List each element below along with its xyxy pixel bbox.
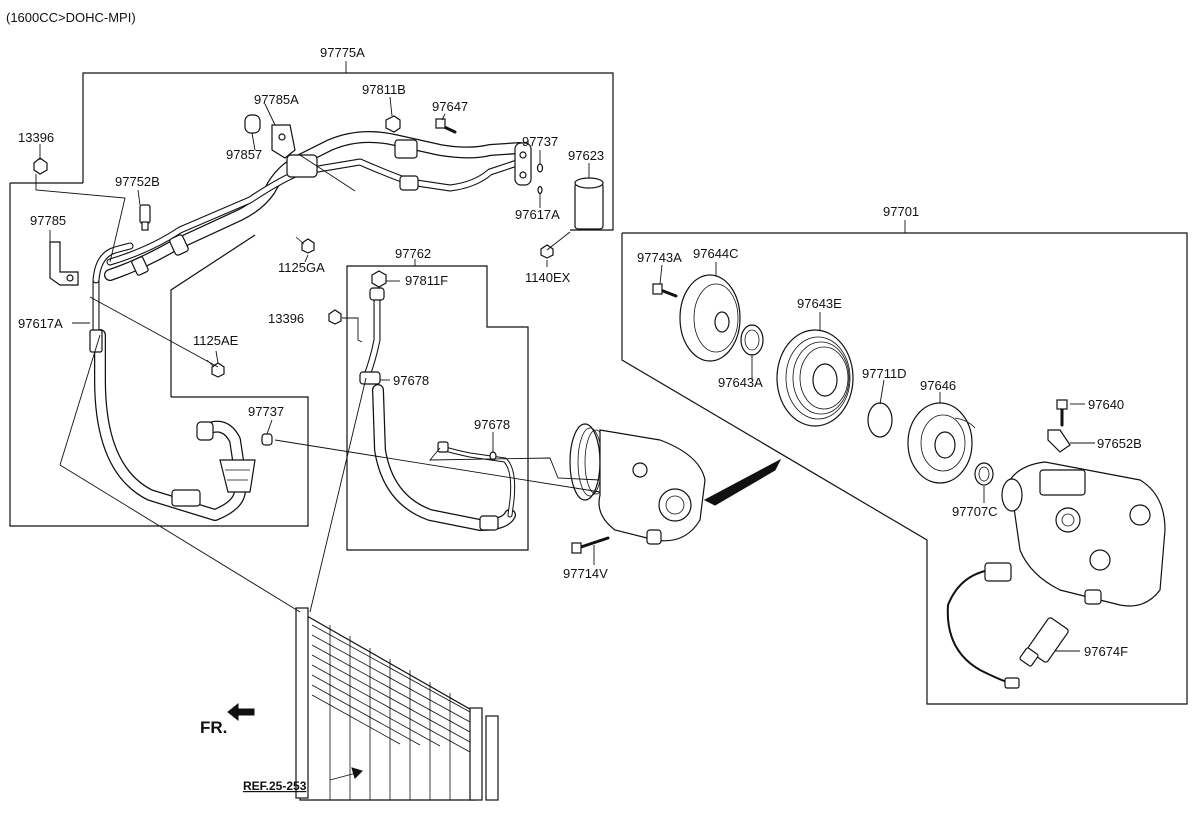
label-97643E: 97643E	[797, 296, 842, 311]
label-97775A: 97775A	[320, 45, 365, 60]
bolt-1140EX	[540, 231, 571, 259]
discharge-hose-frame	[346, 259, 529, 551]
label-97714V: 97714V	[563, 566, 608, 581]
main-suction-line	[92, 131, 526, 284]
compressor-assembly-frame	[621, 220, 1188, 705]
block-fitting	[514, 142, 532, 186]
label-1140EX: 1140EX	[525, 270, 571, 285]
label-97743A: 97743A	[637, 250, 682, 265]
label-97737-top: 97737	[522, 134, 558, 149]
bearing-97707C	[974, 462, 994, 486]
compressor-mid	[569, 423, 706, 545]
label-97674F: 97674F	[1084, 644, 1128, 659]
suction-pipe-muffler	[196, 420, 273, 493]
nut-13396-left	[33, 157, 48, 175]
nut-97811B	[385, 115, 401, 133]
nut-97811F	[371, 270, 387, 288]
label-97737-mid: 97737	[248, 404, 284, 419]
condenser	[295, 607, 499, 801]
front-arrow	[227, 702, 255, 722]
nut-13396-mid	[328, 309, 342, 325]
label-97811B: 97811B	[362, 82, 406, 97]
label-97752B: 97752B	[115, 174, 160, 189]
label-97617A-right: 97617A	[515, 207, 560, 222]
compressor-body-right	[1001, 461, 1166, 607]
discharge-hose-97762	[359, 287, 516, 531]
bracket-97652B	[1047, 429, 1071, 453]
oring-97617A-right	[537, 185, 543, 195]
label-97640: 97640	[1088, 397, 1124, 412]
label-97644C: 97644C	[693, 246, 739, 261]
label-13396-mid: 13396	[268, 311, 304, 326]
pressure-sensor-97752B	[139, 204, 151, 231]
label-97678-a: 97678	[393, 373, 429, 388]
label-97857: 97857	[226, 147, 262, 162]
label-97652B: 97652B	[1097, 436, 1142, 451]
bolt-97714V	[571, 536, 610, 554]
shim-97643A	[740, 324, 764, 356]
label-97646: 97646	[920, 378, 956, 393]
pipe-97678	[437, 441, 516, 518]
label-97643A: 97643A	[718, 375, 763, 390]
wiring-harness	[946, 562, 1020, 689]
label-13396-left: 13396	[18, 130, 54, 145]
label-97707C: 97707C	[952, 504, 998, 519]
label-1125AE: 1125AE	[193, 333, 239, 348]
label-97647: 97647	[432, 99, 468, 114]
bolt-97647	[435, 118, 457, 134]
label-97701: 97701	[883, 204, 919, 219]
label-97785A: 97785A	[254, 92, 299, 107]
label-97711D: 97711D	[862, 366, 907, 381]
field-coil-97646	[907, 402, 976, 484]
pulley-97643E	[776, 329, 854, 427]
front-label: FR.	[200, 718, 227, 737]
suction-hose	[89, 276, 246, 521]
label-97762: 97762	[395, 246, 431, 261]
damper-97857	[244, 114, 261, 134]
leader-lines	[35, 96, 1095, 781]
label-97617A-left: 97617A	[18, 316, 63, 331]
oring-97737-top	[536, 163, 544, 173]
labels: 97775A 97762 97701 13396 97752B 97785 97…	[18, 45, 1142, 793]
clip-97785A	[271, 124, 296, 159]
snap-ring-97711D	[867, 402, 893, 438]
clutch-plate-97644C	[679, 274, 741, 362]
control-valve-97674F	[1019, 617, 1069, 667]
reference-link[interactable]: REF.25-253	[243, 779, 307, 793]
label-97623: 97623	[568, 148, 604, 163]
label-1125GA: 1125GA	[278, 260, 325, 275]
label-97811F: 97811F	[405, 273, 448, 288]
hose-assembly-frame	[9, 61, 614, 527]
engine-spec-label: (1600CC>DOHC-MPI)	[6, 10, 136, 25]
bolt-97640	[1056, 399, 1068, 427]
bolt-1125GA	[295, 236, 315, 254]
bracket-97785	[49, 241, 79, 286]
bolt-97743A	[652, 283, 678, 298]
label-97785: 97785	[30, 213, 66, 228]
receiver-drier-97623	[574, 177, 604, 230]
label-97678-b: 97678	[474, 417, 510, 432]
view-arrow	[703, 458, 782, 506]
